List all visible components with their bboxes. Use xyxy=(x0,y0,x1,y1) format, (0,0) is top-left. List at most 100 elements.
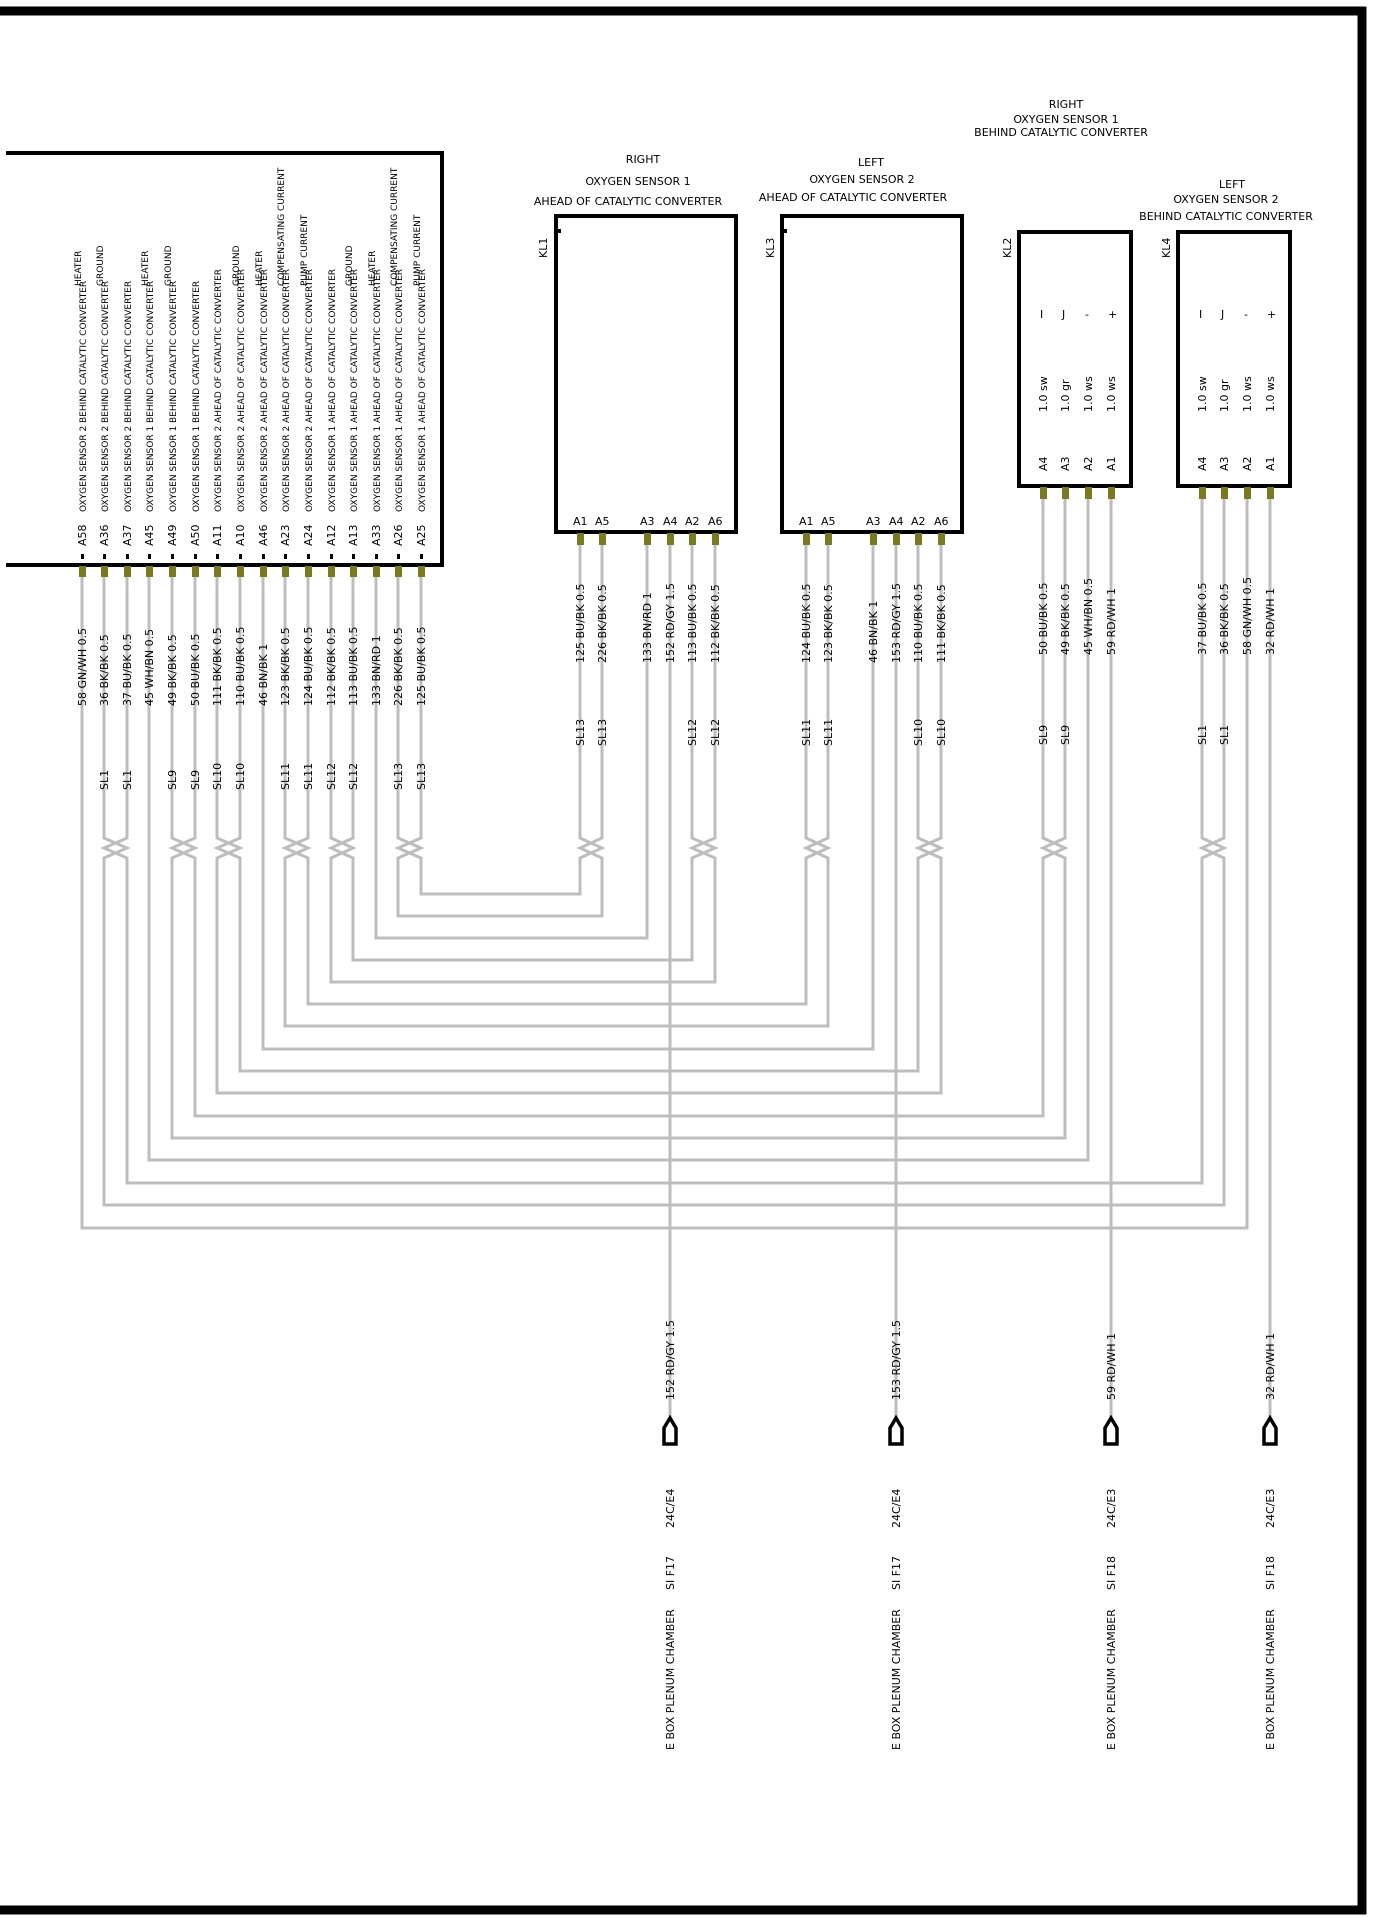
kl1-shield-label: SL13 xyxy=(574,719,587,746)
kl3-title-line3: AHEAD OF CATALYTIC CONVERTER xyxy=(759,191,948,204)
ecu-pin-description: OXYGEN SENSOR 2 AHEAD OF CATALYTIC CONVE… xyxy=(260,269,270,512)
kl3-corner-mark xyxy=(783,229,787,233)
ecu-wire-label: 36 BK/BK 0.5 xyxy=(98,634,111,706)
kl1-shield-label: SL12 xyxy=(686,719,699,746)
kl1-wire-label: 112 BK/BK 0.5 xyxy=(709,584,722,663)
kl2-pin-terminal xyxy=(1108,487,1115,499)
kl1-title: RIGHT OXYGEN SENSOR 1 AHEAD OF CATALYTIC… xyxy=(534,153,723,208)
wire-226 xyxy=(396,577,604,918)
ecu-pin-description: OXYGEN SENSOR 2 AHEAD OF CATALYTIC CONVE… xyxy=(305,269,315,512)
ecu-pin-marker xyxy=(420,554,423,559)
feed-connector-label: 24C/E3 xyxy=(1105,1489,1118,1528)
kl1-pin-terminal xyxy=(667,533,674,545)
kl3-wire-124 xyxy=(804,545,832,866)
kl4-pin-terminal xyxy=(1267,487,1274,499)
kl4-pin-number: A2 xyxy=(1241,456,1254,471)
ecu-shield-label: SL13 xyxy=(392,763,405,790)
kl2-pin-number: A2 xyxy=(1082,456,1095,471)
kl1-pin-number: A4 xyxy=(663,515,678,528)
ecu-wire-label: 124 BU/BK 0.5 xyxy=(302,626,315,706)
kl1-pin-number: A1 xyxy=(573,515,588,528)
kl1-title-line2: OXYGEN SENSOR 1 xyxy=(585,175,690,188)
wire-125 xyxy=(394,577,582,896)
ecu-pin-description: OXYGEN SENSOR 1 AHEAD OF CATALYTIC CONVE… xyxy=(350,269,360,512)
kl1-pin-number: A3 xyxy=(640,515,655,528)
kl3-shield-label: SL11 xyxy=(822,719,835,746)
kl2-pin-symbol: + xyxy=(1108,308,1117,321)
kl2-title-line1: RIGHT xyxy=(1049,98,1084,111)
kl3-pin-terminal xyxy=(915,533,922,545)
ecu-pin-description: OXYGEN SENSOR 1 BEHIND CATALYTIC CONVERT… xyxy=(169,281,179,512)
feed-connector-label: 24C/E4 xyxy=(890,1489,903,1528)
kl4-pin-terminal xyxy=(1221,487,1228,499)
feed-location-label: E BOX PLENUM CHAMBER xyxy=(890,1609,903,1750)
kl1-pin-terminal xyxy=(599,533,606,545)
kl3-wire-label: 111 BK/BK 0.5 xyxy=(935,584,948,663)
kl1-pin-number: A6 xyxy=(708,515,723,528)
ecu-pin-function: GROUND xyxy=(96,245,106,286)
feed-wire-label: 153 RD/GY 1.5 xyxy=(890,1320,903,1400)
kl2-inner-wire-label: 1.0 ws xyxy=(1082,376,1095,412)
kl3-pin-number: A3 xyxy=(866,515,881,528)
kl3-connector-box xyxy=(780,214,964,534)
ecu-pin-function: GROUND xyxy=(232,245,242,286)
ecu-pin-marker xyxy=(239,554,242,559)
ecu-pin-terminal xyxy=(395,566,402,577)
feed-terminal-icon xyxy=(1103,1414,1119,1446)
kl2-connector-box xyxy=(1017,230,1133,488)
kl3-shield-label: SL10 xyxy=(935,719,948,746)
ecu-pin-number: A12 xyxy=(325,524,338,546)
kl1-connector-box xyxy=(554,214,738,534)
kl4-wire-label: 32 RD/WH 1 xyxy=(1264,588,1277,655)
kl4-inner-wire-label: 1.0 ws xyxy=(1264,376,1277,412)
feed-location-label: E BOX PLENUM CHAMBER xyxy=(664,1609,677,1750)
wire-46 xyxy=(261,545,875,1051)
ecu-pin-marker xyxy=(103,554,106,559)
kl3-pin-number: A1 xyxy=(799,515,814,528)
feed-wire-label: 32 RD/WH 1 xyxy=(1264,1333,1277,1400)
ecu-pin-marker xyxy=(330,554,333,559)
feed-connector-label: 24C/E3 xyxy=(1264,1489,1277,1528)
ecu-shield-label: SL11 xyxy=(302,763,315,790)
ecu-pin-number: A10 xyxy=(234,524,247,546)
kl1-wire-label: 133 BN/RD 1 xyxy=(641,592,654,663)
kl3-pin-number: A5 xyxy=(821,515,836,528)
ecu-wire-label: 49 BK/BK 0.5 xyxy=(166,634,179,706)
feed-fuse-label: SI F17 xyxy=(890,1556,903,1590)
ecu-pin-function: COMPENSATING CURRENT xyxy=(390,167,400,286)
kl2-shield-label: SL9 xyxy=(1037,725,1050,745)
ecu-wire-label: 113 BU/BK 0.5 xyxy=(347,626,360,706)
ecu-wire-label: 125 BU/BK 0.5 xyxy=(415,626,428,706)
kl3-shield-label: SL11 xyxy=(800,719,813,746)
kl2-wire-label: 45 WH/BN 0.5 xyxy=(1082,578,1095,655)
ecu-pin-description: OXYGEN SENSOR 1 BEHIND CATALYTIC CONVERT… xyxy=(146,281,156,512)
kl2-inner-wire-label: 1.0 gr xyxy=(1059,379,1072,412)
ecu-pin-terminal xyxy=(192,566,199,577)
wire-112 xyxy=(329,577,717,984)
ecu-pin-terminal xyxy=(282,566,289,577)
kl2-inner-wire-label: 1.0 sw xyxy=(1037,376,1050,412)
ecu-shield-label: SL11 xyxy=(279,763,292,790)
kl2-pin-symbol: J xyxy=(1061,308,1065,321)
kl4-pin-symbol: + xyxy=(1267,308,1276,321)
kl2-title: RIGHT OXYGEN SENSOR 1 BEHIND CATALYTIC C… xyxy=(974,98,1148,139)
kl1-pin-terminal xyxy=(644,533,651,545)
kl4-connector-box xyxy=(1176,230,1292,488)
ecu-pin-description: OXYGEN SENSOR 1 AHEAD OF CATALYTIC CONVE… xyxy=(395,269,405,512)
kl2-title-line2: OXYGEN SENSOR 1 xyxy=(1013,113,1118,126)
wire-111 xyxy=(215,577,943,1095)
kl1-pin-number: A2 xyxy=(685,515,700,528)
kl4-title-line2: OXYGEN SENSOR 2 xyxy=(1173,193,1278,206)
kl3-pin-terminal xyxy=(825,533,832,545)
kl1-wire-125 xyxy=(578,545,606,866)
kl2-pin-symbol: - xyxy=(1085,308,1089,321)
ecu-pin-function: HEATER xyxy=(74,251,84,286)
kl3-wire-111 xyxy=(914,545,943,866)
ecu-shield-label: SL13 xyxy=(415,763,428,790)
wire-36 xyxy=(102,577,1226,1207)
feed-fuse-label: SI F17 xyxy=(664,1556,677,1590)
ecu-pin-function: PUMP CURRENT xyxy=(300,214,310,286)
kl2-pin-terminal xyxy=(1040,487,1047,499)
